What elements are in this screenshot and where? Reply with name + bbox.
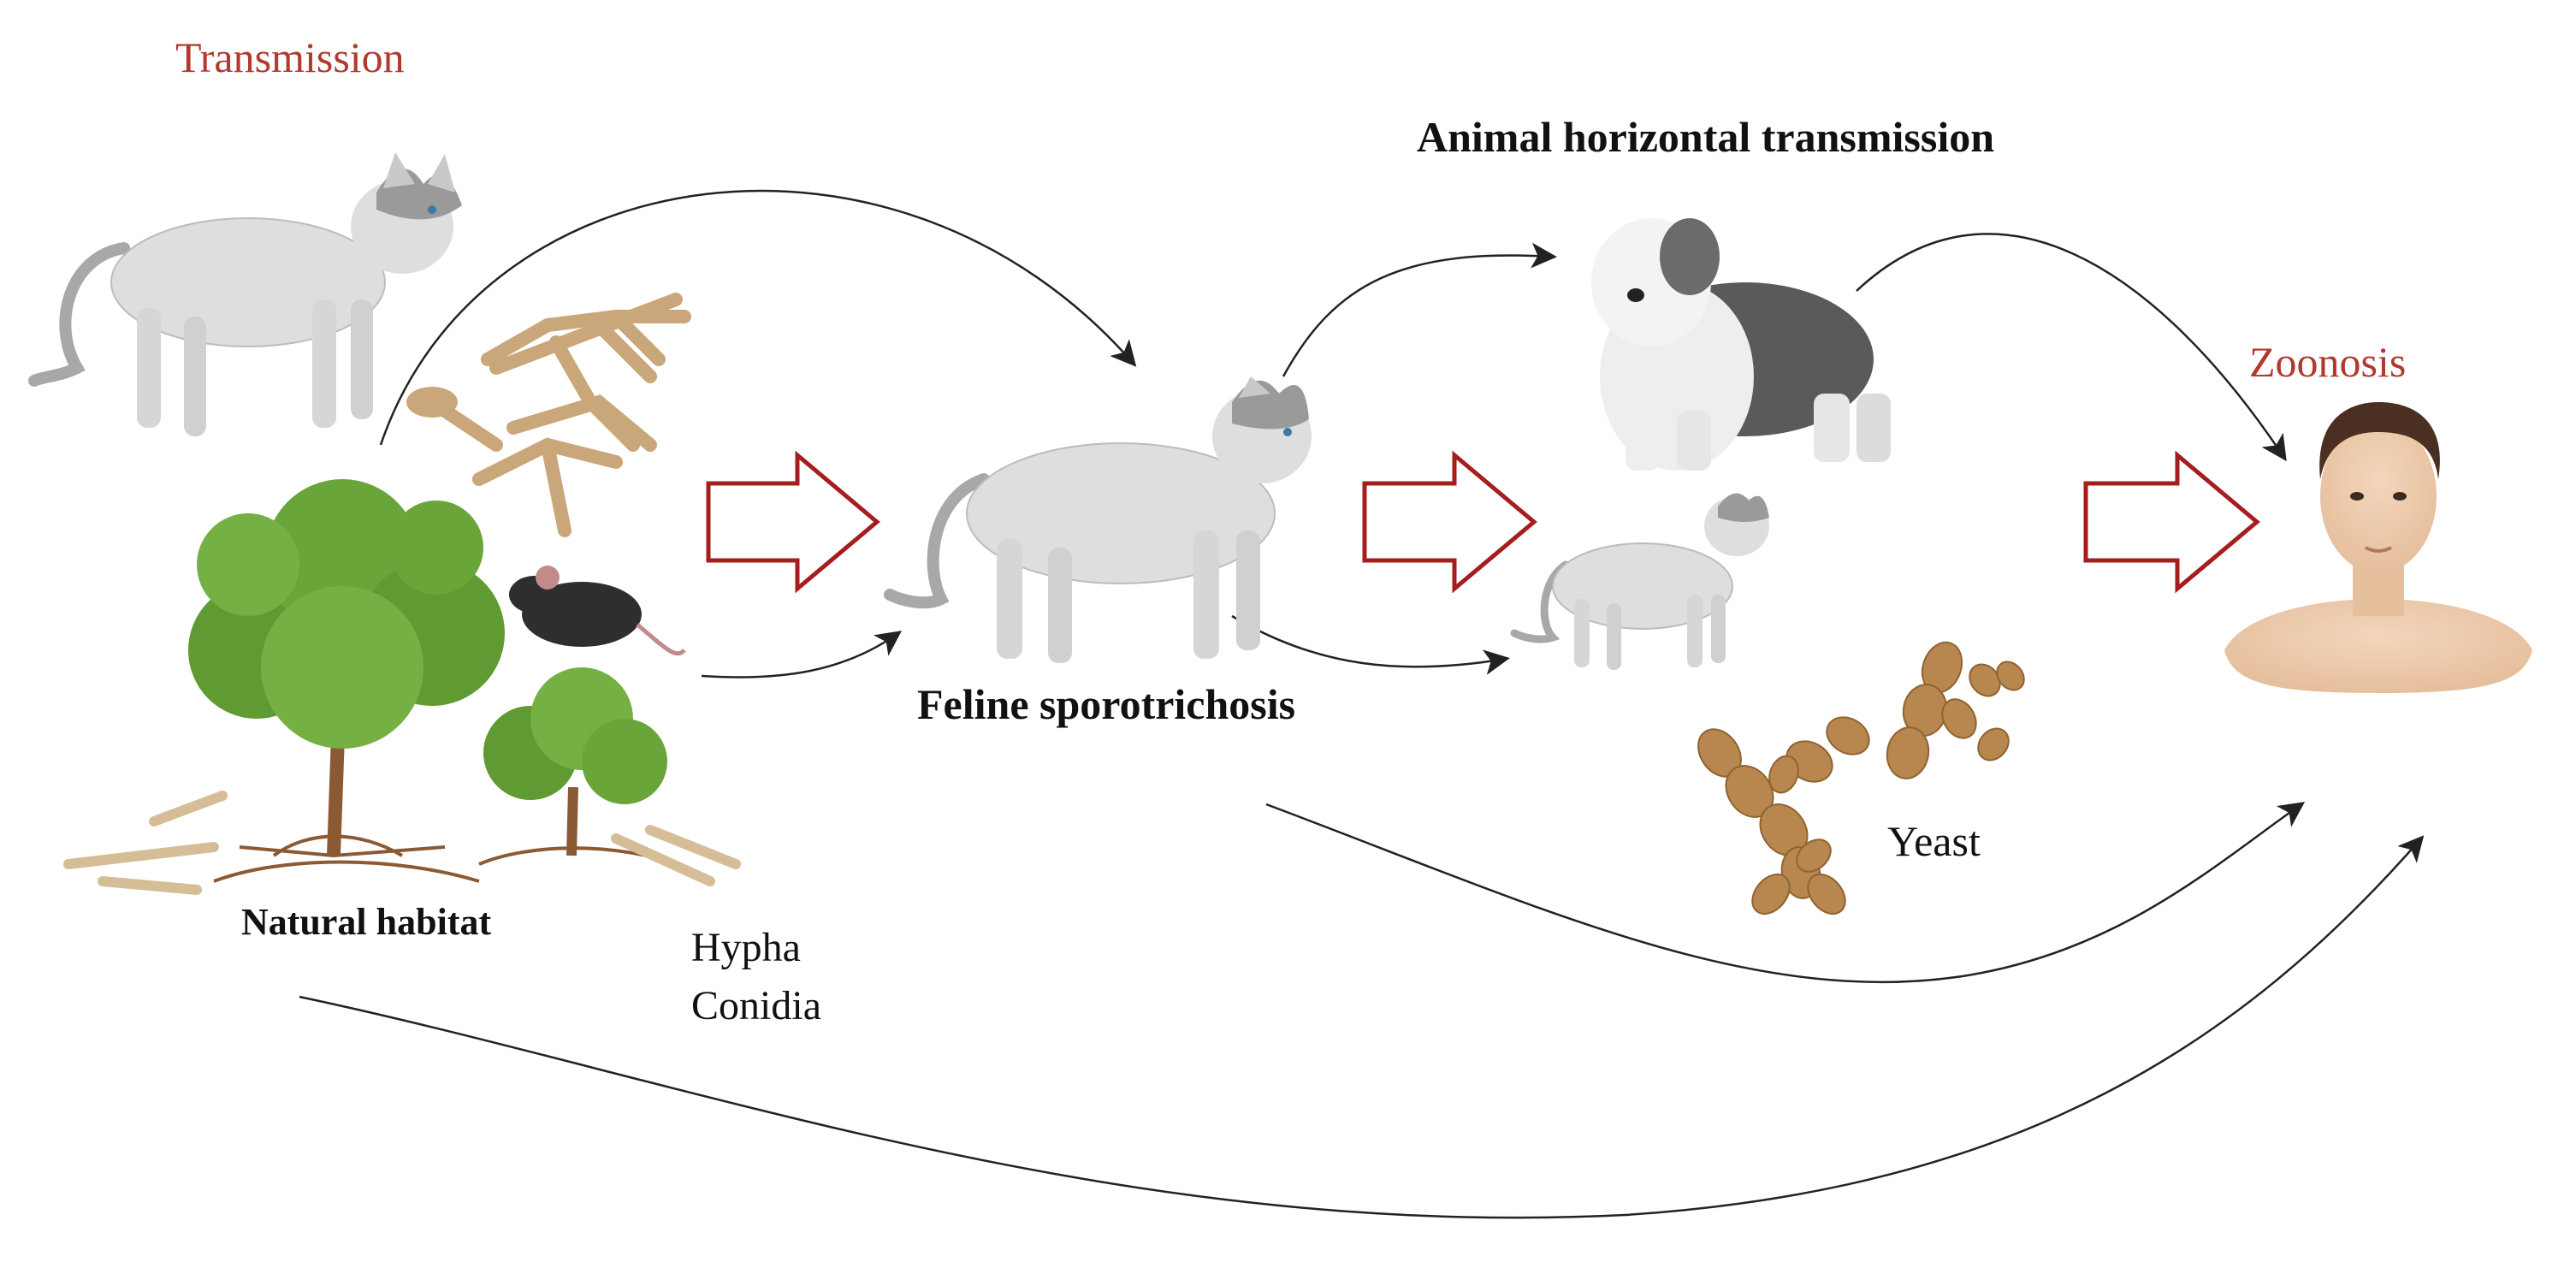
label-animal-horizontal-transmission: Animal horizontal transmission [1417,113,1995,161]
hollow-arrow-1 [706,450,880,594]
cat-illustration-source [28,152,462,436]
label-conidia: Conidia [691,983,821,1028]
mouse-illustration [509,566,686,656]
arrow-cat-to-feline [379,189,1137,446]
label-natural-habitat: Natural habitat [241,901,492,943]
hollow-arrow-2 [1362,450,1537,594]
label-hypha: Hypha [691,925,801,970]
arrow-habitat-to-feline [701,631,903,678]
label-feline-sporotrichosis: Feline sporotrichosis [917,680,1296,728]
dog-illustration [1591,218,1891,471]
hypha-illustration-top [406,293,691,537]
hollow-arrow-3 [2083,450,2260,594]
human-illustration [2224,402,2532,693]
cat-illustration-small [1510,493,1769,670]
arrow-feline-to-human [1265,802,2306,984]
label-transmission: Transmission [175,33,405,81]
yeast-illustration [1697,641,2025,915]
tree-small [478,667,677,866]
arrow-dog-to-human [1856,233,2287,462]
label-yeast: Yeast [1887,817,1981,865]
label-zoonosis: Zoonosis [2249,338,2407,386]
arrow-feline-to-cat [1231,614,1510,675]
cat-illustration-feline [884,376,1312,663]
tree-large [188,479,505,883]
arrow-habitat-to-human [299,835,2425,1219]
arrow-feline-to-dog [1282,242,1557,377]
hypha-illustration-bottom [63,791,741,895]
